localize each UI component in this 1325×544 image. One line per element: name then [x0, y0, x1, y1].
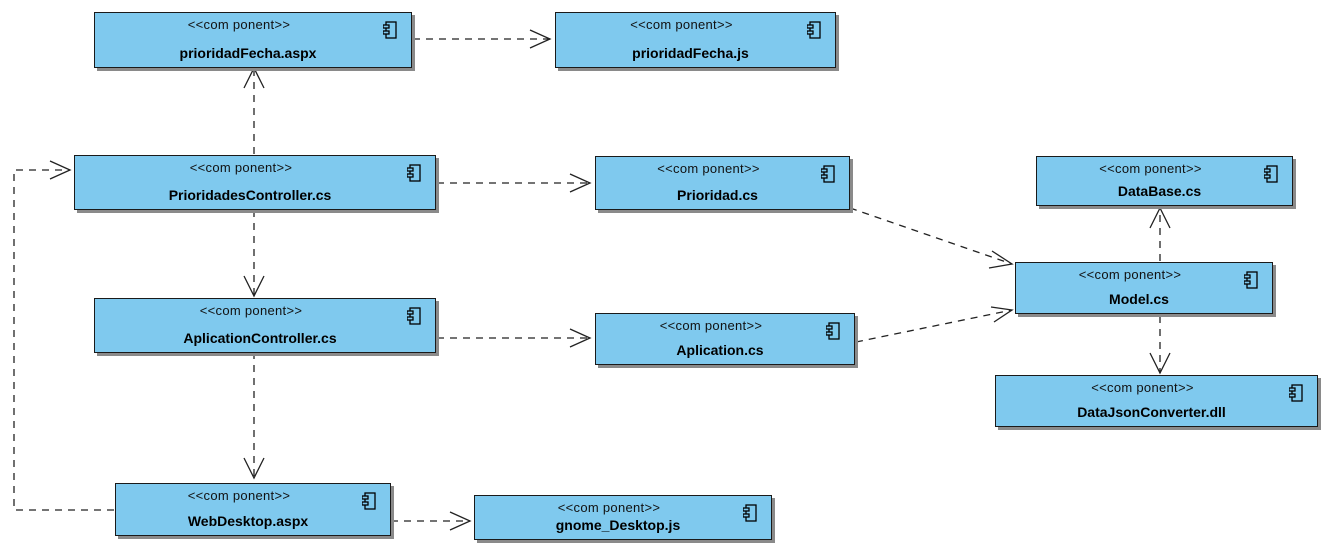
arrowhead-datajsonconverter — [1149, 352, 1171, 375]
component-name: WebDesktop.aspx — [187, 513, 309, 529]
stereotype-label: <<com ponent>> — [1078, 267, 1182, 282]
component-icon — [407, 164, 421, 182]
stereotype-label: <<com ponent>> — [1091, 380, 1194, 395]
arrowhead-aplicationcontroller — [243, 275, 265, 298]
arrowhead-controller — [49, 160, 72, 180]
stereotype-label: <<com ponent>> — [189, 160, 293, 175]
stereotype-label: <<com ponent>> — [657, 161, 760, 176]
component-prioridadfecha-js[interactable]: <<com ponent>> prioridadFecha.js — [555, 12, 836, 68]
arrowhead-gnome — [449, 511, 472, 531]
arrowhead-prioridad — [569, 173, 592, 193]
stereotype-label: <<com ponent>> — [187, 488, 291, 503]
component-icon — [821, 165, 835, 183]
component-name: PrioridadesController.cs — [168, 187, 332, 203]
component-icon — [362, 492, 376, 510]
dep-webdesktop-to-controller — [13, 169, 114, 511]
component-name: DataJsonConverter.dll — [1077, 404, 1226, 420]
component-prioridad-cs[interactable]: <<com ponent>> Prioridad.cs — [595, 156, 850, 210]
arrowhead-aplication — [569, 328, 592, 348]
component-icon — [1289, 384, 1303, 402]
component-icon — [826, 322, 840, 340]
component-icon — [1264, 165, 1278, 183]
component-model-cs[interactable]: <<com ponent>> Model.cs — [1015, 262, 1273, 314]
component-aplication-cs[interactable]: <<com ponent>> Aplication.cs — [595, 313, 855, 365]
stereotype-label: <<com ponent>> — [1099, 161, 1202, 176]
component-name: AplicationController.cs — [183, 330, 337, 346]
component-name: prioridadFecha.aspx — [179, 45, 317, 61]
component-icon — [743, 504, 757, 522]
component-icon — [1244, 271, 1258, 289]
component-aplicationcontroller[interactable]: <<com ponent>> AplicationController.cs — [94, 298, 436, 353]
component-icon — [807, 21, 821, 39]
component-gnome-desktop-js[interactable]: <<com ponent>> gnome_Desktop.js — [474, 495, 772, 540]
stereotype-label: <<com ponent>> — [187, 17, 291, 32]
component-name: prioridadFecha.js — [632, 45, 749, 61]
component-datajsonconverter[interactable]: <<com ponent>> DataJsonConverter.dll — [995, 375, 1318, 427]
arrowhead-database — [1149, 206, 1171, 229]
component-name: DataBase.cs — [1117, 183, 1202, 199]
component-webdesktop-aspx[interactable]: <<com ponent>> WebDesktop.aspx — [115, 483, 391, 536]
component-name: Aplication.cs — [676, 342, 764, 358]
component-name: gnome_Desktop.js — [555, 517, 681, 533]
arrowhead-model-from-prioridad — [988, 250, 1014, 269]
component-icon — [383, 21, 397, 39]
stereotype-label: <<com ponent>> — [630, 17, 733, 32]
component-name: Prioridad.cs — [677, 187, 758, 203]
arrowhead-model-from-aplication — [990, 306, 1014, 323]
component-prioridadfecha-aspx[interactable]: <<com ponent>> prioridadFecha.aspx — [94, 12, 412, 68]
component-database-cs[interactable]: <<com ponent>> DataBase.cs — [1036, 156, 1293, 206]
dep-prioridad-to-model — [849, 207, 1013, 265]
component-icon — [407, 307, 421, 325]
stereotype-label: <<com ponent>> — [199, 303, 303, 318]
arrowhead-prioridadfecha-js — [529, 29, 552, 49]
arrowhead-webdesktop — [243, 457, 265, 480]
arrowhead-prioridadfecha-aspx — [243, 66, 265, 89]
component-name: Model.cs — [1109, 291, 1169, 307]
stereotype-label: <<com ponent>> — [659, 318, 763, 333]
stereotype-label: <<com ponent>> — [557, 500, 661, 515]
component-prioridadescontroller[interactable]: <<com ponent>> PrioridadesController.cs — [74, 155, 436, 210]
dep-aplication-to-model — [855, 309, 1013, 343]
